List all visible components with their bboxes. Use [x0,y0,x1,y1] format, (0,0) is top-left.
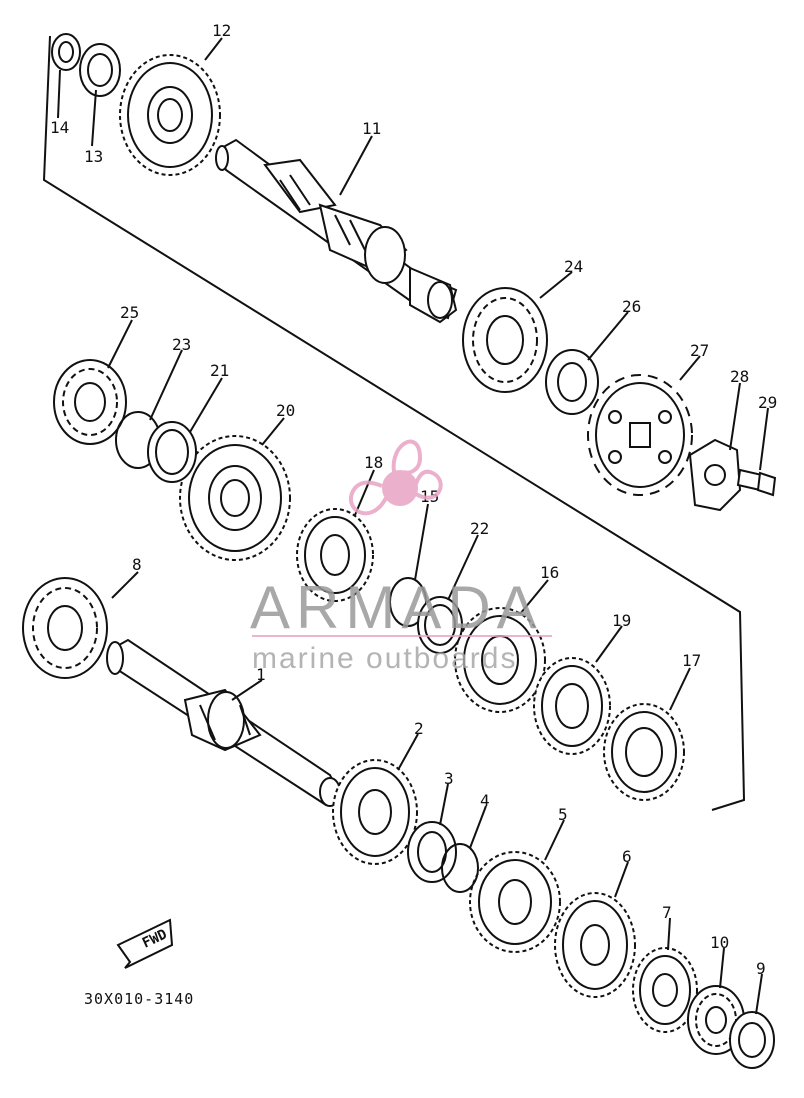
fwd-direction-arrow: FWD [116,918,174,969]
part-label-6: 6 [622,847,632,866]
part-label-12: 12 [212,21,231,40]
part-label-11: 11 [362,119,381,138]
oil-seal-26 [545,349,599,415]
part-label-19: 19 [612,611,631,630]
part-label-16: 16 [540,563,559,582]
part-label-25: 25 [120,303,139,322]
drive-axle-shaft [106,638,342,807]
assembly-frame [42,35,746,811]
diagram-code: 30X010-3140 [84,990,194,1008]
part-label-29: 29 [758,393,777,412]
armada-logo-icon [348,439,443,516]
drive-sprocket-27 [587,374,693,496]
watermark-brand: ARMADA [250,574,543,641]
part-label-4: 4 [480,791,490,810]
leader-lines [57,37,769,1015]
part-label-21: 21 [210,361,229,380]
part-label-2: 2 [414,719,424,738]
bearing-8 [22,577,108,679]
part-label-5: 5 [558,805,568,824]
part-label-20: 20 [276,401,295,420]
bearing-25 [53,359,127,445]
gear-2 [332,759,418,865]
bolt-29 [736,468,777,497]
part-label-24: 24 [564,257,583,276]
part-number-labels: 12 14 13 11 24 26 27 28 29 25 23 21 20 1… [50,21,777,978]
watermark: ARMADA marine outboards [250,439,552,675]
part-label-27: 27 [690,341,709,360]
part-label-10: 10 [710,933,729,952]
part-label-13: 13 [84,147,103,166]
part-label-28: 28 [730,367,749,386]
part-label-1: 1 [256,665,266,684]
part-label-9: 9 [756,959,766,978]
gear-17 [603,703,685,801]
part-label-26: 26 [622,297,641,316]
gear-6 [554,892,636,998]
gear-12 [119,54,221,176]
washer-13 [79,43,121,97]
gears [119,54,698,1033]
bearing-24 [462,287,548,393]
gear-20 [179,435,291,561]
part-label-23: 23 [172,335,191,354]
part-label-14: 14 [50,118,69,137]
washer-21 [147,421,197,483]
part-label-3: 3 [444,769,454,788]
oil-seal-9 [729,1011,775,1069]
part-label-17: 17 [682,651,701,670]
gear-19 [533,657,611,755]
part-label-22: 22 [470,519,489,538]
watermark-tagline: marine outboards [252,642,517,675]
part-label-18: 18 [364,453,383,472]
washer-3 [407,821,457,883]
main-axle-shaft [215,138,458,324]
part-label-7: 7 [662,903,672,922]
washer-14 [51,33,81,71]
part-label-8: 8 [132,555,142,574]
lock-washer-28 [688,438,742,512]
washers-and-clips [51,33,775,1069]
gear-16 [454,607,546,713]
gear-7 [632,947,698,1033]
gear-5 [469,851,561,953]
gear-18 [296,508,374,602]
circlip-4 [441,843,479,893]
